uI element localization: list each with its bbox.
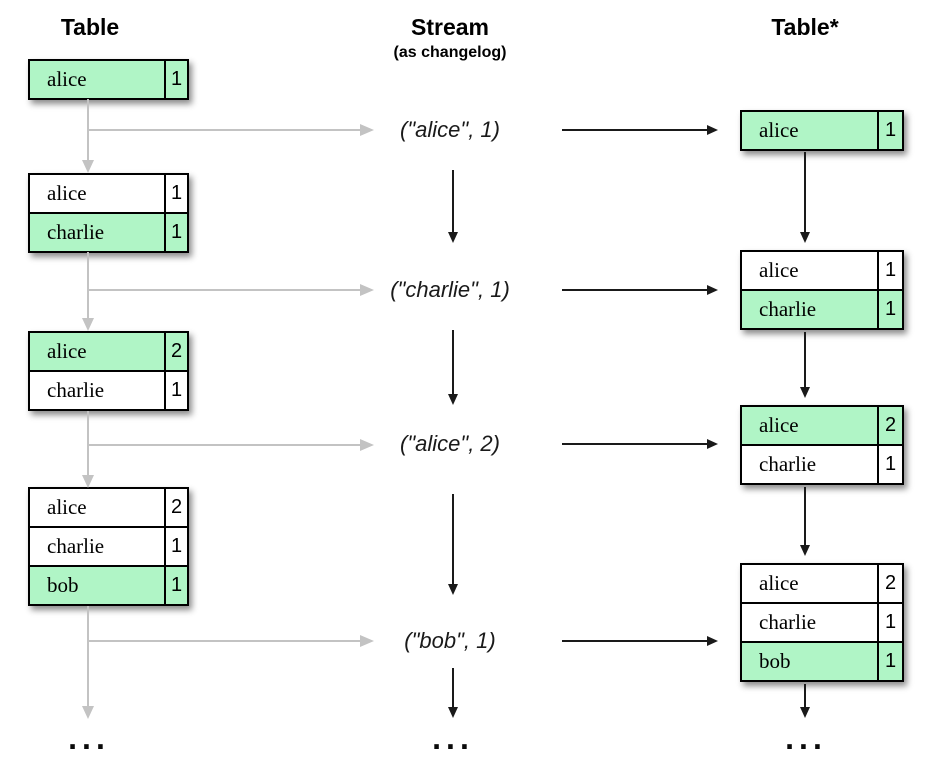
row-key: alice	[742, 252, 879, 289]
stream-event-1: ("alice", 1)	[400, 117, 500, 142]
row-value: 1	[170, 379, 183, 401]
row-key: alice	[30, 333, 166, 370]
left-table-snapshot-1: alice 1	[28, 59, 189, 100]
row-key: alice	[742, 112, 879, 149]
table-row: bob 1	[742, 641, 902, 680]
row-value: 1	[884, 259, 897, 281]
row-value: 1	[884, 119, 897, 141]
row-value: 1	[170, 182, 183, 204]
table-row: alice 2	[742, 407, 902, 444]
left-table-snapshot-2: alice 1 charlie 1	[28, 173, 189, 253]
row-value: 2	[170, 340, 183, 362]
row-value: 1	[170, 221, 183, 243]
column-heading-stream-subtitle: (as changelog)	[393, 44, 507, 61]
table-row: charlie 1	[30, 212, 187, 251]
table-row: alice 2	[30, 333, 187, 370]
column-heading-stream: Stream	[411, 14, 489, 40]
row-key: alice	[742, 407, 879, 444]
table-row: alice 1	[742, 252, 902, 289]
table-row: charlie 1	[30, 526, 187, 565]
row-key: charlie	[30, 528, 166, 565]
stream-down-arrow-3	[452, 494, 454, 584]
right-table-snapshot-3: alice 2 charlie 1	[740, 405, 904, 485]
row-key: alice	[742, 565, 879, 602]
row-value: 1	[170, 68, 183, 90]
table-row: charlie 1	[742, 602, 902, 641]
stream-down-arrow-1	[452, 170, 454, 232]
table-row: bob 1	[30, 565, 187, 604]
column-heading-table-star: Table*	[771, 14, 839, 40]
ellipsis-left: ...	[68, 720, 110, 756]
gray-branch-arrow-4	[88, 640, 360, 642]
ellipsis-right: ...	[785, 720, 827, 756]
row-key: charlie	[742, 446, 879, 483]
stream-down-arrow-2	[452, 330, 454, 394]
row-key: charlie	[30, 214, 166, 251]
gray-down-arrow-2	[87, 252, 89, 318]
gray-branch-arrow-1	[88, 129, 360, 131]
table-row: charlie 1	[742, 289, 902, 328]
stream-to-table-arrow-3	[562, 443, 707, 445]
row-key: bob	[742, 643, 879, 680]
row-key: charlie	[742, 291, 879, 328]
table-row: alice 1	[30, 175, 187, 212]
row-value: 1	[884, 611, 897, 633]
row-key: alice	[30, 489, 166, 526]
row-value: 1	[170, 535, 183, 557]
gray-branch-arrow-2	[88, 289, 360, 291]
stream-to-table-arrow-4	[562, 640, 707, 642]
row-value: 1	[884, 298, 897, 320]
row-value: 1	[170, 574, 183, 596]
row-value: 1	[884, 650, 897, 672]
stream-event-2: ("charlie", 1)	[390, 277, 510, 302]
gray-down-arrow-4	[87, 606, 89, 706]
row-key: bob	[30, 567, 166, 604]
right-table-snapshot-1: alice 1	[740, 110, 904, 151]
table-row: alice 1	[30, 61, 187, 98]
right-table-snapshot-4: alice 2 charlie 1 bob 1	[740, 563, 904, 682]
gray-down-arrow-3	[87, 411, 89, 475]
row-value: 2	[884, 572, 897, 594]
row-key: charlie	[742, 604, 879, 641]
stream-down-arrow-4	[452, 668, 454, 707]
table-star-down-arrow-1	[804, 152, 806, 232]
column-heading-table: Table	[60, 14, 120, 40]
table-star-down-arrow-3	[804, 487, 806, 545]
left-table-snapshot-4: alice 2 charlie 1 bob 1	[28, 487, 189, 606]
row-value: 2	[170, 496, 183, 518]
table-star-down-arrow-4	[804, 684, 806, 707]
stream-to-table-arrow-2	[562, 289, 707, 291]
table-row: alice 2	[742, 565, 902, 602]
stream-event-3: ("alice", 2)	[400, 431, 500, 456]
gray-branch-arrow-3	[88, 444, 360, 446]
table-star-down-arrow-2	[804, 332, 806, 387]
row-key: alice	[30, 175, 166, 212]
ellipsis-middle: ...	[432, 720, 474, 756]
table-row: charlie 1	[30, 370, 187, 409]
stream-event-4: ("bob", 1)	[404, 628, 496, 653]
table-row: charlie 1	[742, 444, 902, 483]
right-table-snapshot-2: alice 1 charlie 1	[740, 250, 904, 330]
row-value: 2	[884, 414, 897, 436]
table-row: alice 2	[30, 489, 187, 526]
row-key: charlie	[30, 372, 166, 409]
stream-to-table-arrow-1	[562, 129, 707, 131]
table-row: alice 1	[742, 112, 902, 149]
row-value: 1	[884, 453, 897, 475]
left-table-snapshot-3: alice 2 charlie 1	[28, 331, 189, 411]
row-key: alice	[30, 61, 166, 98]
